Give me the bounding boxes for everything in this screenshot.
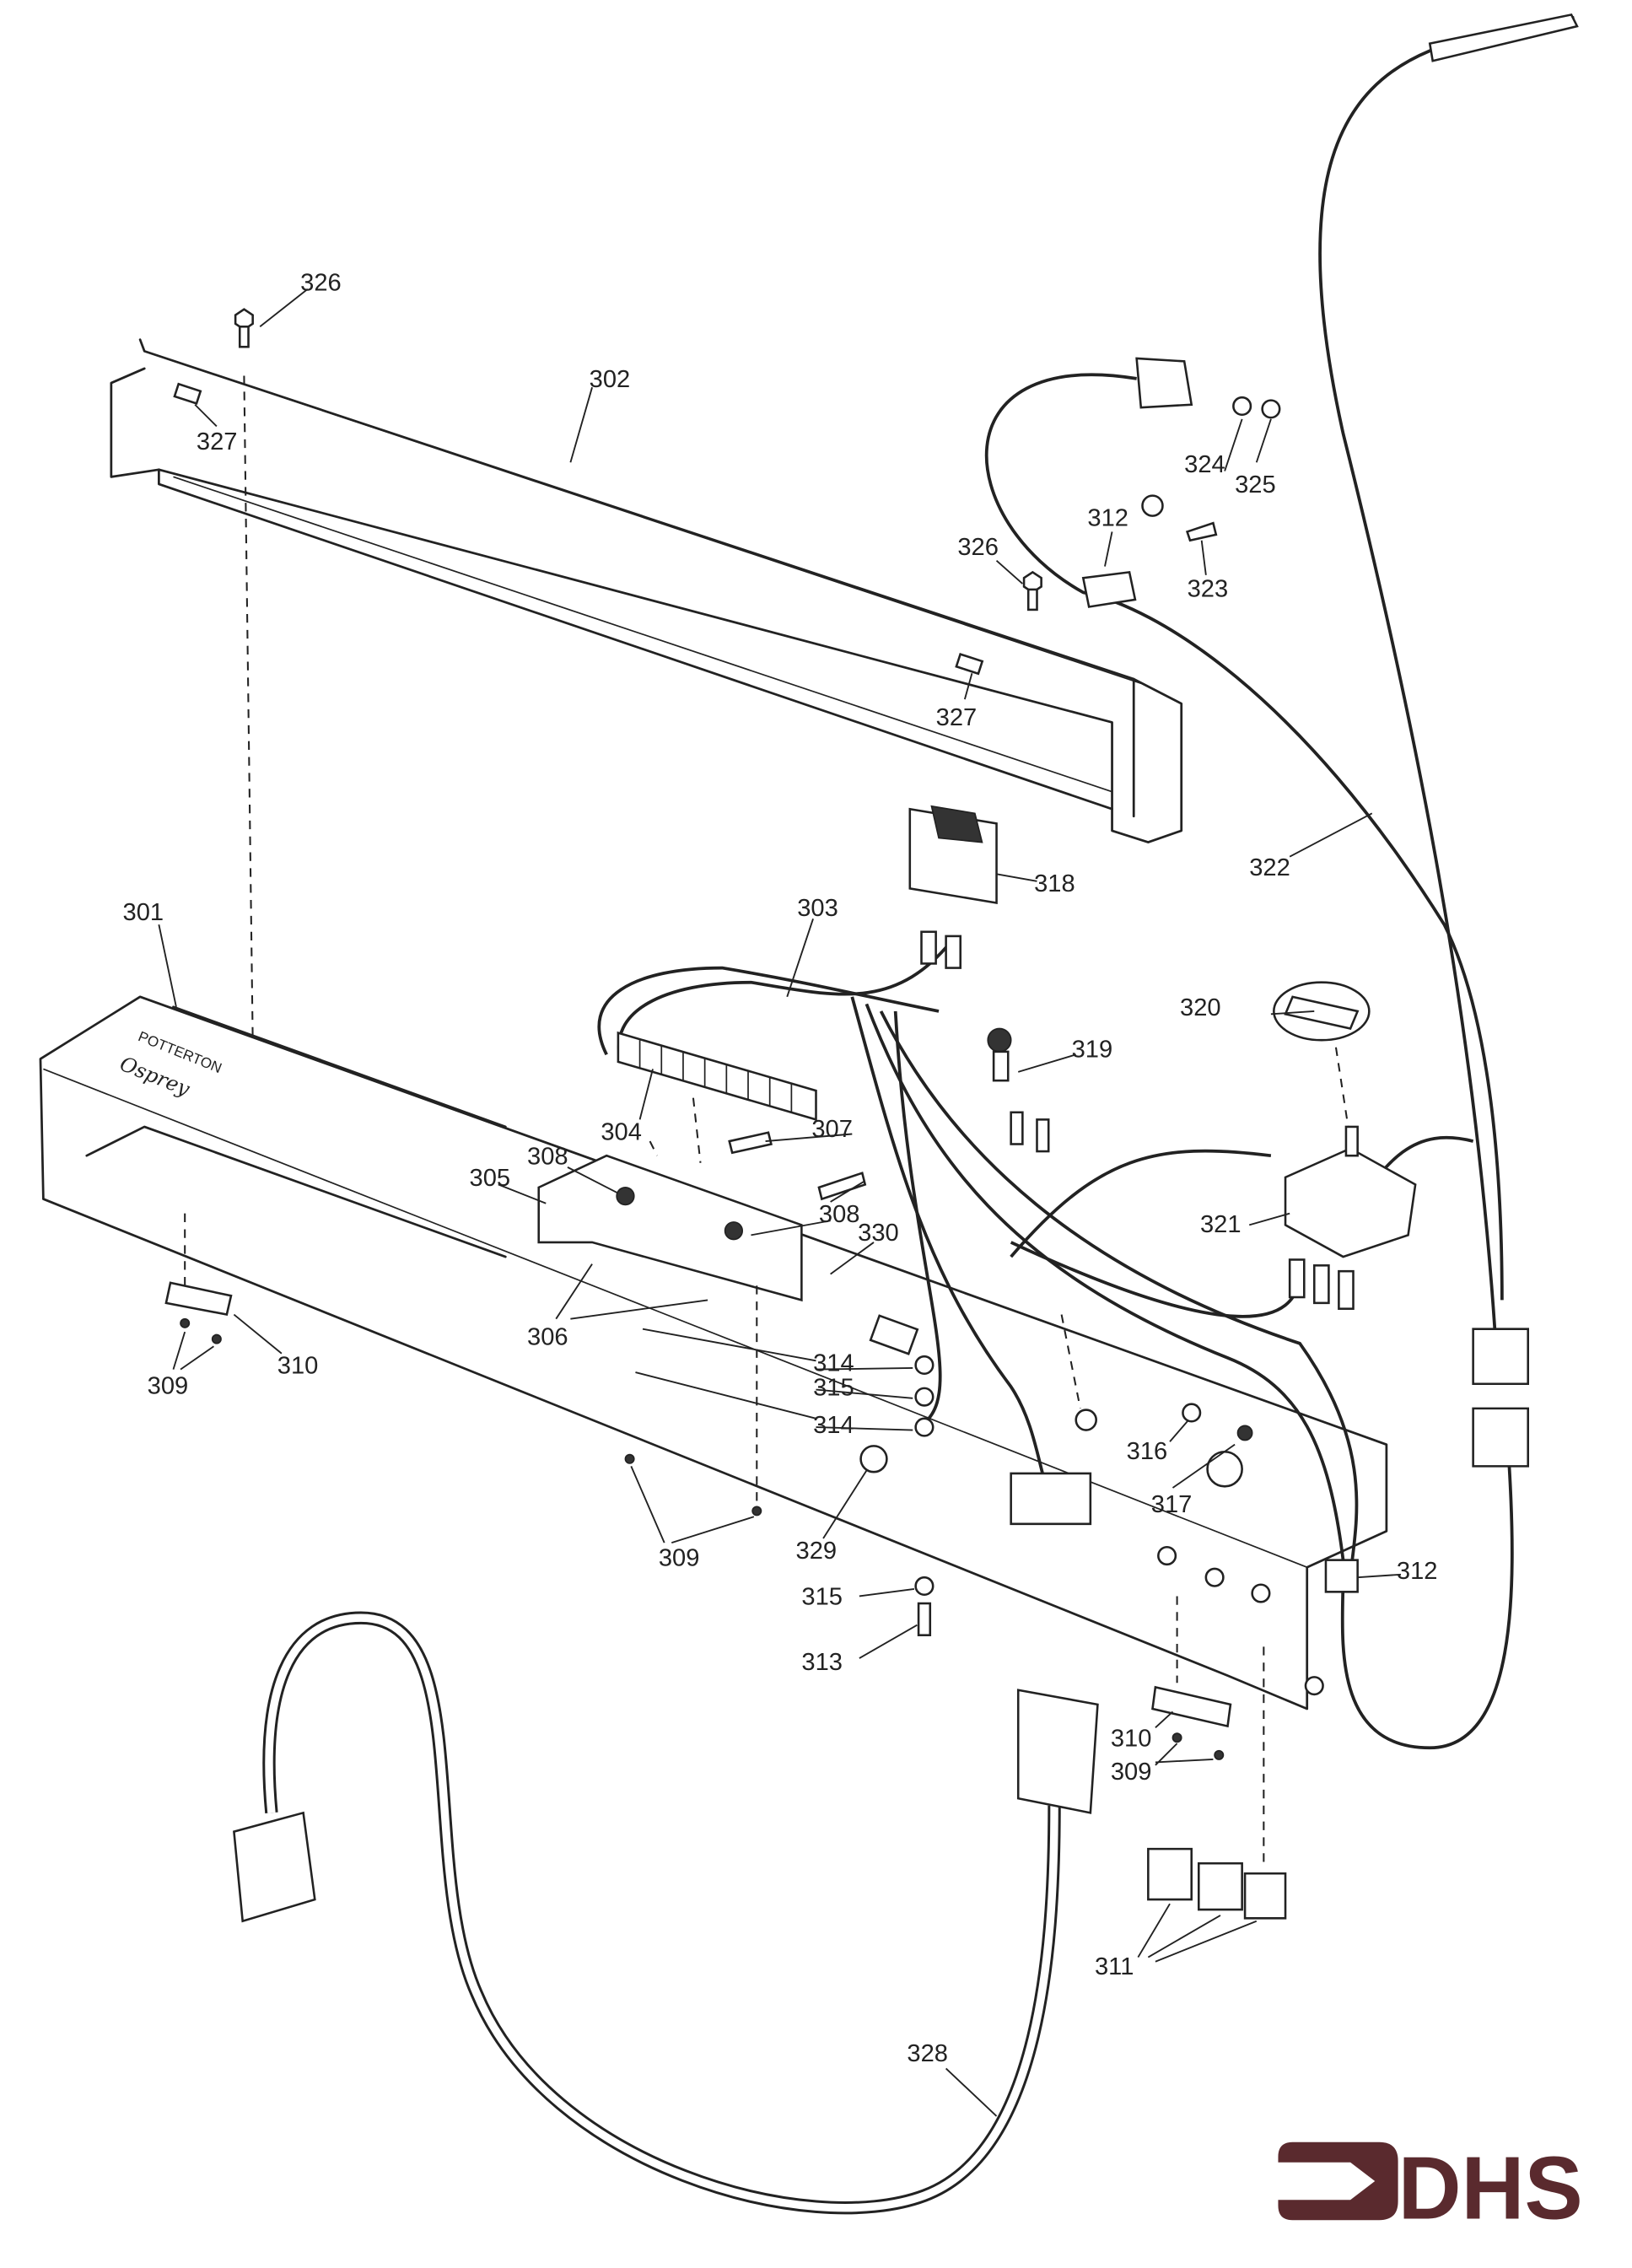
rocker-switch-318 [908, 805, 998, 969]
screw-313 [917, 1602, 932, 1636]
label-317: 317 [1151, 1491, 1193, 1518]
label-324: 324 [1184, 451, 1225, 478]
logo-text: DHS [1398, 2139, 1583, 2238]
label-325: 325 [1235, 471, 1276, 498]
label-329: 329 [796, 1538, 838, 1565]
label-315: 315 [801, 1584, 843, 1611]
label-319: 319 [1072, 1037, 1113, 1064]
label-314: 314 [813, 1349, 854, 1376]
washer-329 [859, 1445, 888, 1473]
part-number-labels: 326 302 327 326 312 324 325 323 327 322 … [123, 269, 1438, 2066]
label-302: 302 [590, 366, 631, 393]
label-303: 303 [797, 895, 838, 922]
wiring-harness-303 [597, 938, 1474, 1576]
label-309: 309 [1111, 1759, 1152, 1786]
label-307: 307 [811, 1116, 853, 1143]
capillary-tube [1318, 13, 1579, 1750]
screw-326 [234, 308, 1042, 611]
label-311: 311 [1095, 1953, 1134, 1980]
clip-310 [1151, 1685, 1232, 1728]
label-304: 304 [601, 1118, 642, 1145]
control-panel-301: POTTERTON Osprey [39, 995, 1388, 1710]
label-312: 312 [1087, 505, 1128, 532]
knob-320 [1273, 981, 1371, 1042]
sensor-bulb [984, 357, 1504, 1301]
screw-316 [1182, 1403, 1202, 1423]
label-309: 309 [148, 1373, 189, 1400]
label-316: 316 [1127, 1438, 1168, 1465]
screw-317 [1236, 1425, 1253, 1441]
label-322: 322 [1249, 854, 1290, 881]
label-326: 326 [957, 534, 999, 561]
label-306: 306 [527, 1324, 568, 1351]
label-326: 326 [300, 269, 342, 296]
label-301: 301 [123, 899, 164, 926]
top-rail-302 [110, 338, 1183, 843]
screw-323 [1185, 521, 1218, 542]
label-309: 309 [659, 1545, 700, 1572]
label-314: 314 [813, 1412, 854, 1439]
screw-307 [728, 1131, 773, 1155]
cable-glands-311 [1147, 1847, 1287, 1920]
grommet-312 [1324, 1559, 1359, 1593]
label-318: 318 [1034, 870, 1075, 897]
washers-314-315 [164, 1131, 1253, 1760]
label-305: 305 [470, 1165, 511, 1192]
terminal-block-304 [617, 1031, 817, 1122]
label-308: 308 [527, 1143, 568, 1170]
label-320: 320 [1180, 994, 1221, 1021]
label-328: 328 [907, 2040, 948, 2067]
label-330: 330 [858, 1220, 899, 1247]
bracket-305 [537, 1154, 803, 1302]
label-312: 312 [1397, 1558, 1438, 1585]
label-321: 321 [1200, 1211, 1242, 1238]
mains-cable-328 [233, 1611, 1099, 2215]
label-310: 310 [1111, 1726, 1152, 1753]
connector [1010, 1472, 1092, 1526]
label-313: 313 [801, 1649, 843, 1676]
thermostat-321 [1284, 1125, 1417, 1310]
clip-327 [173, 382, 202, 406]
label-323: 323 [1188, 575, 1229, 602]
clip-327 [955, 652, 984, 676]
neon-indicator-319 [987, 1027, 1050, 1153]
leader-lines [158, 288, 1402, 2117]
grommet-312 [1081, 570, 1137, 608]
label-310: 310 [277, 1353, 319, 1380]
clip-310 [164, 1281, 233, 1317]
label-327: 327 [197, 428, 238, 455]
label-308: 308 [819, 1201, 860, 1228]
label-327: 327 [936, 704, 978, 731]
dhs-logo: DHS [1278, 2139, 1583, 2238]
label-315: 315 [813, 1374, 854, 1401]
